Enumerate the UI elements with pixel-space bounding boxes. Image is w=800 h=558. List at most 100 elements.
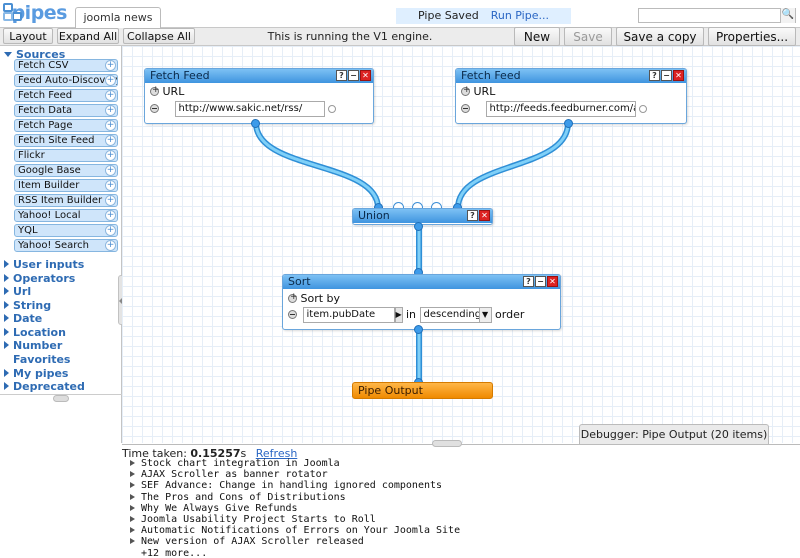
expand-arrow-icon[interactable]: [130, 538, 135, 545]
add-icon[interactable]: +: [105, 240, 116, 251]
expand-all-button[interactable]: Expand All: [57, 28, 119, 44]
add-icon[interactable]: +: [105, 225, 116, 236]
save-copy-button[interactable]: Save a copy: [616, 27, 704, 46]
module-item-builder[interactable]: Item Builder+: [14, 179, 118, 192]
category-favorites[interactable]: Favorites: [13, 353, 71, 366]
category-location[interactable]: Location: [4, 326, 66, 339]
pipe-editor-canvas[interactable]: Fetch Feed ?−✕ URL http://www.sakic.net/…: [122, 46, 800, 443]
add-icon[interactable]: +: [105, 75, 116, 86]
run-pipe-link[interactable]: Run Pipe...: [490, 9, 549, 22]
add-url-icon[interactable]: [150, 85, 160, 96]
search-input[interactable]: 🔍: [638, 8, 796, 23]
help-icon[interactable]: ?: [523, 276, 534, 287]
chevron-down-icon[interactable]: ▼: [478, 308, 491, 322]
expand-arrow-icon[interactable]: [130, 460, 135, 466]
sort-module[interactable]: Sort ?−✕ Sort by item.pubDate▶ in descen…: [282, 274, 561, 330]
output-terminal[interactable]: [251, 119, 260, 128]
minimize-icon[interactable]: −: [348, 70, 359, 81]
remove-sort-icon[interactable]: [288, 310, 297, 319]
expand-arrow-icon[interactable]: [130, 482, 135, 489]
module-header[interactable]: Sort ?−✕: [283, 275, 560, 289]
category-deprecated[interactable]: Deprecated: [4, 380, 85, 393]
category-user-inputs[interactable]: User inputs: [4, 258, 84, 271]
module-feed-auto-discovery[interactable]: Feed Auto-Discovery+: [14, 74, 118, 87]
module-fetch-feed[interactable]: Fetch Feed+: [14, 89, 118, 102]
sort-field-input[interactable]: item.pubDate: [302, 307, 395, 323]
add-url-icon[interactable]: [461, 85, 471, 96]
add-icon[interactable]: +: [105, 105, 116, 116]
sort-order-select[interactable]: descending▼: [419, 307, 492, 323]
help-icon[interactable]: ?: [467, 210, 478, 221]
collapse-all-button[interactable]: Collapse All: [123, 28, 195, 44]
module-fetch-page[interactable]: Fetch Page+: [14, 119, 118, 132]
pipe-output-module[interactable]: Pipe Output: [352, 382, 493, 399]
list-item[interactable]: The Pros and Cons of Distributions: [130, 492, 460, 503]
add-icon[interactable]: +: [105, 135, 116, 146]
module-yahoo-search[interactable]: Yahoo! Search+: [14, 239, 118, 252]
expand-arrow-icon[interactable]: [130, 527, 135, 534]
search-icon[interactable]: 🔍: [780, 8, 795, 23]
refresh-link[interactable]: Refresh: [255, 447, 298, 460]
list-item[interactable]: Automatic Notifications of Errors on You…: [130, 525, 460, 536]
save-button[interactable]: Save: [564, 27, 612, 46]
list-item[interactable]: AJAX Scroller as banner rotator: [130, 469, 460, 480]
expand-arrow-icon[interactable]: [130, 516, 135, 523]
expand-arrow-icon[interactable]: [130, 504, 135, 511]
sidebar-resize-handle[interactable]: [53, 395, 69, 402]
output-terminal[interactable]: [564, 119, 573, 128]
more-items[interactable]: +12 more...: [141, 547, 208, 558]
category-url[interactable]: Url: [4, 285, 31, 298]
pipes-logo[interactable]: pipes: [3, 2, 68, 24]
module-header[interactable]: Fetch Feed ?−✕: [145, 69, 373, 83]
module-header[interactable]: Union ?✕: [353, 209, 492, 223]
module-fetch-csv[interactable]: Fetch CSV+: [14, 59, 118, 72]
add-sort-icon[interactable]: [288, 292, 298, 303]
category-number[interactable]: Number: [4, 339, 62, 352]
category-operators[interactable]: Operators: [4, 272, 75, 285]
help-icon[interactable]: ?: [649, 70, 660, 81]
remove-url-icon[interactable]: [150, 104, 159, 113]
close-icon[interactable]: ✕: [360, 70, 371, 81]
module-flickr[interactable]: Flickr+: [14, 149, 118, 162]
module-fetch-site-feed[interactable]: Fetch Site Feed+: [14, 134, 118, 147]
union-output-terminal[interactable]: [414, 222, 423, 231]
url-input[interactable]: http://www.sakic.net/rss/: [174, 101, 325, 117]
expand-arrow-icon[interactable]: [130, 493, 135, 500]
add-icon[interactable]: +: [105, 210, 116, 221]
input-terminal-icon[interactable]: [639, 105, 647, 113]
category-date[interactable]: Date: [4, 312, 42, 325]
help-icon[interactable]: ?: [336, 70, 347, 81]
list-item[interactable]: Joomla Usability Project Starts to Roll: [130, 514, 460, 525]
debugger-resize-handle[interactable]: [432, 440, 462, 447]
module-yql[interactable]: YQL+: [14, 224, 118, 237]
add-icon[interactable]: +: [105, 195, 116, 206]
close-icon[interactable]: ✕: [547, 276, 558, 287]
pipe-name-tab[interactable]: joomla news: [75, 7, 161, 28]
fetch-feed-module-1[interactable]: Fetch Feed ?−✕ URL http://www.sakic.net/…: [144, 68, 374, 128]
properties-button[interactable]: Properties...: [708, 27, 796, 46]
category-my-pipes[interactable]: My pipes: [4, 367, 68, 380]
minimize-icon[interactable]: −: [535, 276, 546, 287]
category-string[interactable]: String: [4, 299, 51, 312]
minimize-icon[interactable]: −: [661, 70, 672, 81]
remove-url-icon[interactable]: [461, 104, 470, 113]
url-input[interactable]: http://feeds.feedburner.com/alledi: [485, 101, 636, 117]
play-icon[interactable]: ▶: [394, 307, 403, 323]
add-icon[interactable]: +: [105, 60, 116, 71]
add-icon[interactable]: +: [105, 120, 116, 131]
input-terminal-icon[interactable]: [328, 105, 336, 113]
module-yahoo-local[interactable]: Yahoo! Local+: [14, 209, 118, 222]
list-item[interactable]: Stock chart integration in Joomla: [130, 458, 460, 469]
module-fetch-data[interactable]: Fetch Data+: [14, 104, 118, 117]
new-button[interactable]: New: [514, 27, 560, 46]
category-sources[interactable]: Sources: [4, 48, 65, 61]
layout-button[interactable]: Layout: [3, 28, 53, 44]
sort-output-terminal[interactable]: [414, 325, 423, 334]
add-icon[interactable]: +: [105, 180, 116, 191]
list-item[interactable]: Why We Always Give Refunds: [130, 503, 460, 514]
list-item[interactable]: New version of AJAX Scroller released: [130, 536, 460, 547]
module-google-base[interactable]: Google Base+: [14, 164, 118, 177]
expand-arrow-icon[interactable]: [130, 471, 135, 478]
add-icon[interactable]: +: [105, 165, 116, 176]
list-item[interactable]: SEF Advance: Change in handling ignored …: [130, 480, 460, 491]
